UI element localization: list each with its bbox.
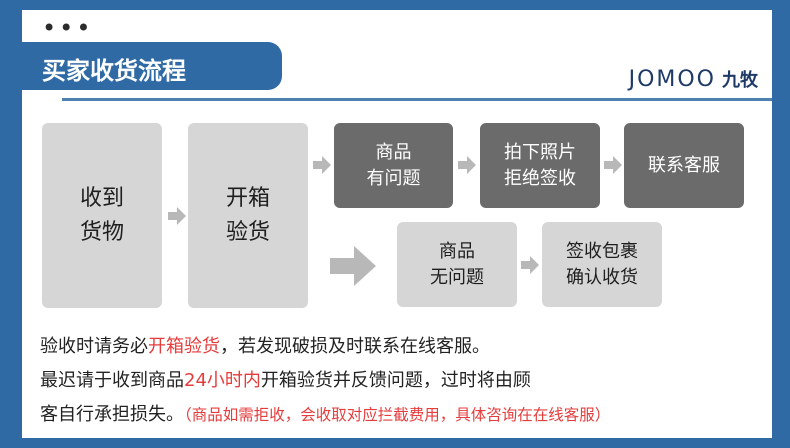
step-photo-reject-label: 拍下照片 拒绝签收 bbox=[504, 141, 576, 189]
step-photo-reject: 拍下照片 拒绝签收 bbox=[480, 123, 600, 208]
note-line-2-a: 最迟请于收到商品 bbox=[40, 370, 184, 391]
arrow-right-icon bbox=[168, 207, 186, 225]
step-no-problem-item-label: 商品 无问题 bbox=[430, 240, 484, 288]
step-unbox-inspect-label: 开箱 验货 bbox=[225, 185, 270, 245]
step-no-problem-item: 商品 无问题 bbox=[397, 222, 517, 307]
note-line-1: 验收时请务必开箱验货，若发现破损及时联系在线客服。 bbox=[40, 330, 770, 364]
arrow-right-icon bbox=[521, 256, 539, 274]
step-unbox-inspect: 开箱 验货 bbox=[188, 123, 308, 308]
arrow-right-large-icon bbox=[330, 246, 376, 286]
step-contact-service: 联系客服 bbox=[624, 123, 744, 208]
brand-cn: 九牧 bbox=[722, 70, 758, 91]
note-line-1-a: 验收时请务必 bbox=[40, 336, 148, 357]
page-title: 买家收货流程 bbox=[42, 57, 186, 85]
step-sign-confirm: 签收包裹 确认收货 bbox=[542, 222, 662, 307]
step-sign-confirm-label: 签收包裹 确认收货 bbox=[566, 240, 638, 288]
note-line-3-highlight: （商品如需拒收，会收取对应拦截费用，具体咨询在在线客服） bbox=[184, 406, 611, 424]
note-line-2-b: 开箱验货并反馈问题，过时将由顾 bbox=[260, 370, 531, 391]
menu-dots-icon[interactable]: ••• bbox=[42, 14, 94, 42]
note-line-2-highlight: 24小时内 bbox=[184, 370, 261, 391]
note-line-1-highlight: 开箱验货 bbox=[148, 336, 220, 357]
note-line-1-b: ，若发现破损及时联系在线客服。 bbox=[220, 336, 490, 357]
arrow-right-icon bbox=[604, 156, 622, 174]
brand-latin: JOMOO bbox=[628, 66, 716, 92]
brand-logo: JOMOO 九牧 bbox=[629, 66, 758, 92]
step-receive-goods-label: 收到 货物 bbox=[79, 185, 124, 245]
step-contact-service-label: 联系客服 bbox=[648, 154, 720, 176]
notes-text: 验收时请务必开箱验货，若发现破损及时联系在线客服。 最迟请于收到商品24小时内开… bbox=[40, 330, 770, 432]
content-card: ••• 买家收货流程 JOMOO 九牧 收到 货物 开箱 验货 商品 有问题 bbox=[20, 10, 772, 438]
note-line-2: 最迟请于收到商品24小时内开箱验货并反馈问题，过时将由顾 bbox=[40, 364, 770, 398]
arrow-right-icon bbox=[458, 156, 476, 174]
step-problem-item-label: 商品 有问题 bbox=[366, 141, 421, 189]
note-line-3: 客自行承担损失。（商品如需拒收，会收取对应拦截费用，具体咨询在在线客服） bbox=[40, 398, 770, 432]
arrow-right-icon bbox=[313, 156, 331, 174]
header-divider bbox=[62, 98, 772, 101]
note-line-3-a: 客自行承担损失。 bbox=[40, 404, 184, 425]
step-receive-goods: 收到 货物 bbox=[42, 123, 162, 308]
step-problem-item: 商品 有问题 bbox=[334, 123, 453, 208]
title-banner: 买家收货流程 bbox=[20, 42, 282, 90]
